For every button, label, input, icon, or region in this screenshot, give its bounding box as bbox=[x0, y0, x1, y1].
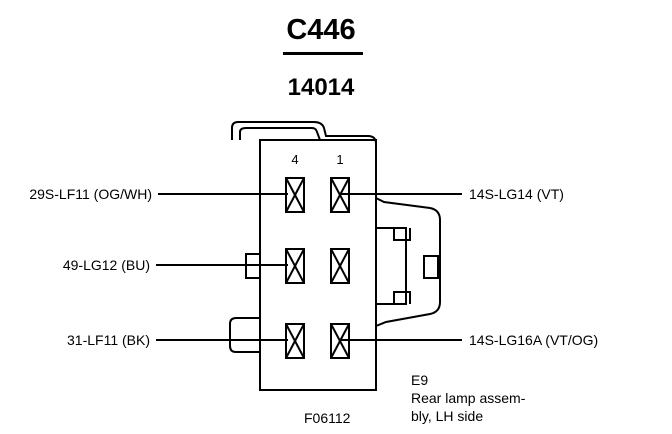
location-description-line1: Rear lamp assem- bbox=[411, 390, 526, 406]
connector-left-latch bbox=[229, 317, 260, 353]
connector-side-lock bbox=[375, 227, 407, 305]
connector-id: C446 bbox=[286, 14, 356, 46]
pin-number-4: 4 bbox=[291, 152, 298, 167]
cavity-4-row2 bbox=[285, 248, 305, 284]
wire-label-14S-LG14: 14S-LG14 (VT) bbox=[469, 186, 564, 202]
cavity-1-row2 bbox=[330, 248, 350, 284]
wire-label-29S-LF11: 29S-LF11 (OG/WH) bbox=[29, 186, 152, 202]
wire-label-49-LG12: 49-LG12 (BU) bbox=[62, 257, 150, 273]
part-number: 14014 bbox=[287, 74, 355, 101]
cavity-4-row1 bbox=[285, 177, 305, 213]
wire-label-31-LF11: 31-LF11 (BK) bbox=[67, 332, 150, 348]
cavity-4-row3 bbox=[285, 323, 305, 359]
location-code: E9 bbox=[411, 372, 429, 388]
pin-number-1: 1 bbox=[336, 152, 343, 167]
connector-id-underline bbox=[283, 52, 363, 55]
cavities bbox=[285, 177, 350, 359]
location-description-line2: bly, LH side bbox=[411, 408, 484, 424]
wire-label-14S-LG16A: 14S-LG16A (VT/OG) bbox=[469, 332, 599, 348]
figure-code: F06112 bbox=[304, 410, 351, 426]
